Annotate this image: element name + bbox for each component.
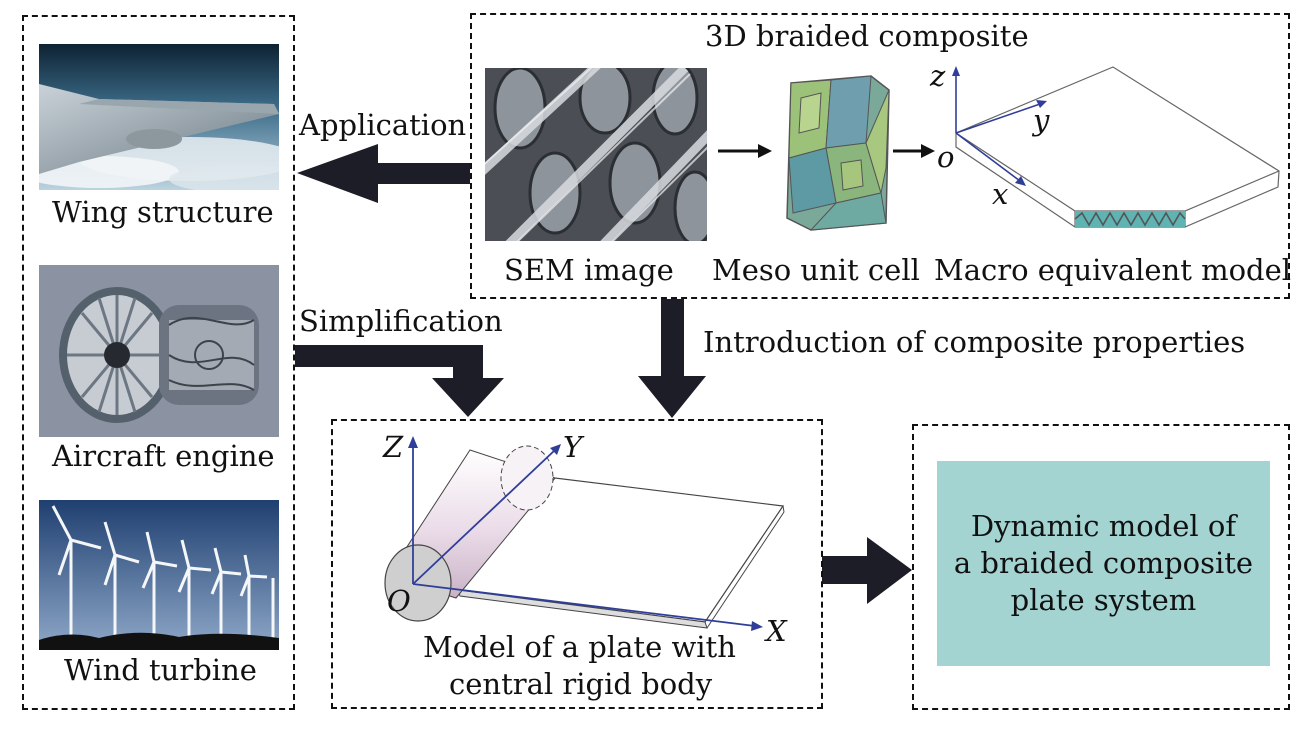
meso-unit-cell-image — [781, 68, 893, 234]
plate-caption-line2: central rigid body — [449, 667, 713, 701]
wind-turbine-label: Wind turbine — [64, 653, 257, 687]
simplification-arrow — [295, 345, 504, 417]
plate-axis-Z-label: Z — [383, 430, 404, 464]
application-label: Application — [299, 108, 467, 142]
aircraft-engine-image — [39, 265, 279, 437]
plate-axis-O-label: O — [387, 584, 411, 618]
introduction-arrow — [638, 299, 706, 418]
meso-unit-cell-label: Meso unit cell — [712, 253, 920, 287]
dynamic-model-line3: plate system — [1010, 583, 1197, 617]
applications-panel — [22, 15, 295, 710]
sem-image-label: SEM image — [504, 253, 674, 287]
wing-structure-label: Wing structure — [52, 195, 274, 229]
dynamic-model-panel — [912, 424, 1290, 710]
macro-axis-o-label: o — [937, 140, 955, 174]
plate-model-panel — [331, 419, 823, 709]
simplification-label: Simplification — [299, 304, 503, 338]
macro-equivalent-model-label: Macro equivalent model — [934, 253, 1292, 287]
braided-composite-panel — [470, 13, 1290, 299]
plate-caption-line1: Model of a plate with — [423, 630, 736, 664]
aircraft-engine-label: Aircraft engine — [52, 439, 275, 473]
dynamic-model-arrow — [822, 537, 912, 604]
plate-axis-Y-label: Y — [563, 430, 583, 464]
macro-axis-z-label: z — [930, 59, 946, 93]
dynamic-model-line2: a braided composite — [953, 546, 1254, 580]
dynamic-model-line1: Dynamic model of — [970, 509, 1237, 543]
macro-axis-x-label: x — [992, 177, 1009, 211]
sem-image — [485, 68, 707, 241]
wind-turbine-image — [39, 500, 279, 650]
macro-axis-y-label: y — [1033, 103, 1050, 137]
dynamic-model-box: Dynamic model of a braided composite pla… — [937, 461, 1270, 666]
braided-composite-title: 3D braided composite — [705, 19, 1029, 53]
wing-structure-image — [39, 44, 279, 190]
plate-axis-X-label: X — [766, 614, 787, 648]
application-arrow — [297, 144, 470, 203]
introduction-label: Introduction of composite properties — [703, 325, 1246, 359]
